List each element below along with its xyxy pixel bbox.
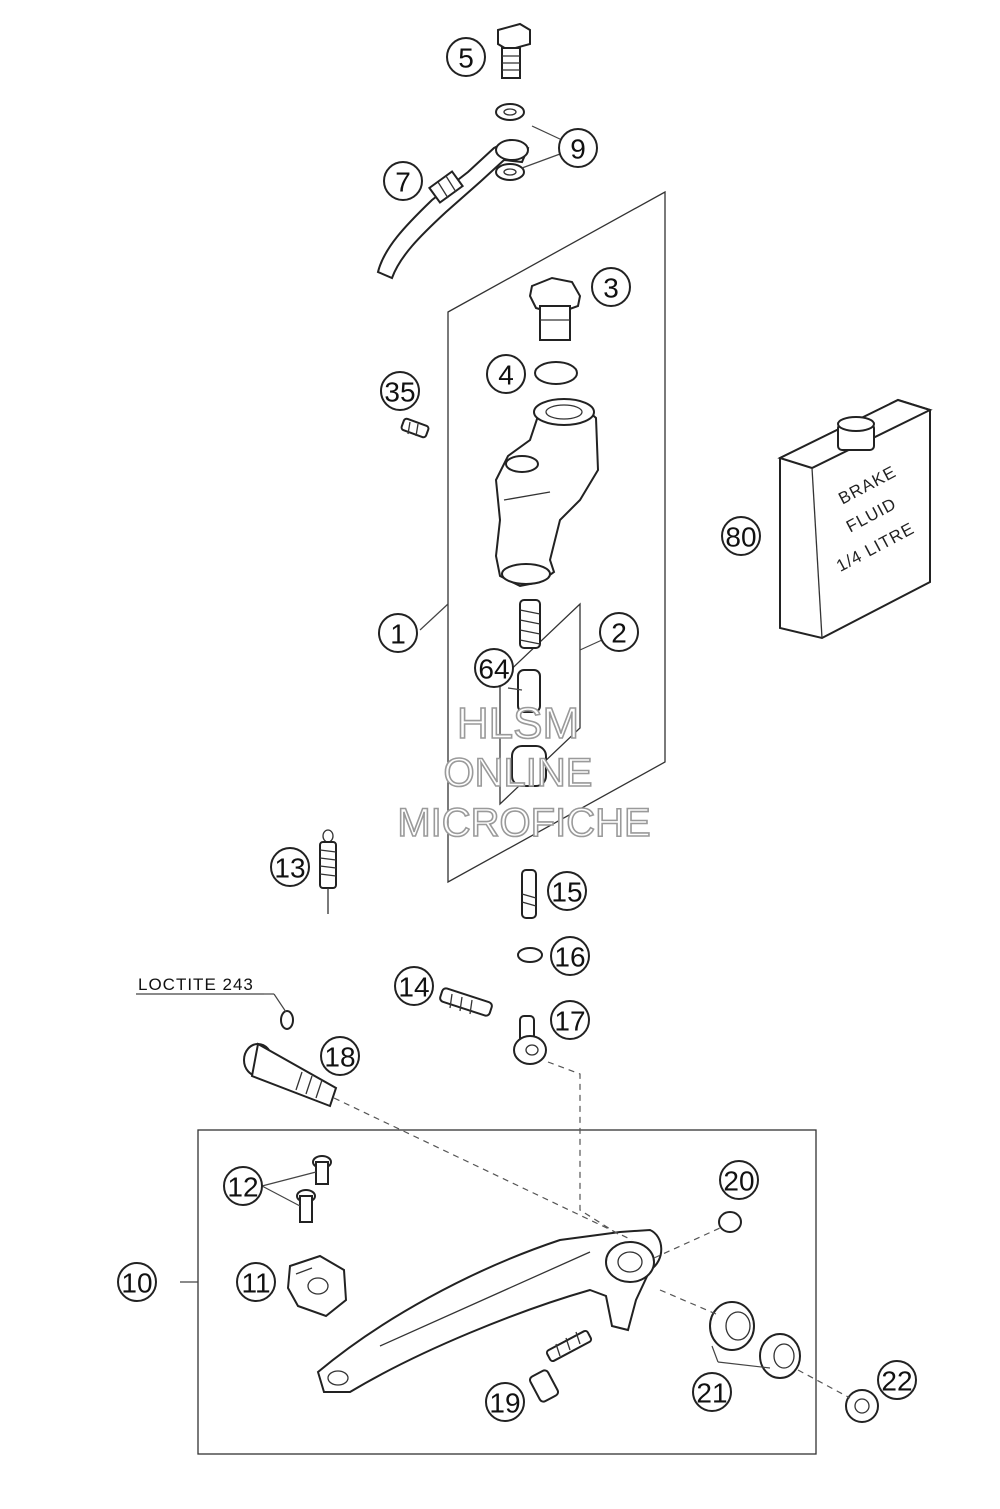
svg-text:5: 5 — [458, 43, 474, 74]
assembly-lines — [333, 1061, 851, 1399]
pedal-washer-part — [845, 1389, 879, 1423]
master-cylinder-part — [494, 398, 600, 588]
callout-35: 35 — [380, 371, 420, 411]
callout-1: 1 — [378, 613, 418, 653]
svg-text:22: 22 — [881, 1366, 912, 1397]
push-rod-part — [521, 869, 537, 919]
master-cylinder-group-outline — [447, 190, 666, 884]
callout-21: 21 — [692, 1372, 732, 1412]
watermark-line2: ONLINE — [444, 751, 593, 795]
svg-text:19: 19 — [489, 1388, 520, 1419]
callout-15: 15 — [547, 871, 587, 911]
pedal-bolt-part — [243, 1010, 338, 1108]
svg-text:16: 16 — [554, 942, 585, 973]
callout-10: 10 — [117, 1262, 157, 1302]
piston-spring-part — [511, 599, 547, 787]
clevis-part — [513, 1015, 547, 1065]
svg-text:17: 17 — [554, 1006, 585, 1037]
callout-9: 9 — [558, 128, 598, 168]
svg-text:18: 18 — [324, 1042, 355, 1073]
watermark-line3: MICROFICHE — [397, 801, 650, 845]
callout-19: 19 — [485, 1382, 525, 1422]
svg-text:3: 3 — [603, 273, 619, 304]
svg-text:1: 1 — [390, 619, 406, 650]
svg-text:64: 64 — [478, 654, 509, 685]
brake-hose-part — [376, 138, 530, 280]
sealing-washer-part — [495, 103, 525, 181]
reservoir-connector-part — [528, 276, 582, 341]
svg-text:9: 9 — [570, 134, 586, 165]
leader-lines — [136, 125, 771, 1369]
adjuster-bolt-part — [529, 1329, 593, 1403]
svg-text:80: 80 — [725, 522, 756, 553]
callout-64: 64 — [474, 648, 514, 688]
callout-13: 13 — [270, 847, 310, 887]
svg-text:20: 20 — [723, 1166, 754, 1197]
svg-text:12: 12 — [227, 1172, 258, 1203]
watermark-line1: HLSM — [457, 699, 579, 748]
callout-16: 16 — [550, 936, 590, 976]
piston-kit-group-outline — [499, 602, 581, 806]
small-screw-part — [400, 417, 430, 439]
pedal-nut-part — [718, 1211, 742, 1233]
loctite-note: LOCTITE 243 — [138, 975, 254, 994]
brake-pedal-part — [316, 1228, 663, 1393]
callout-5: 5 — [446, 37, 486, 77]
callout-12: 12 — [223, 1166, 263, 1206]
svg-text:4: 4 — [498, 360, 514, 391]
callout-7: 7 — [383, 161, 423, 201]
svg-text:21: 21 — [696, 1378, 727, 1409]
brake-fluid-can-part: BRAKE FLUID 1/4 LITRE — [777, 398, 933, 640]
lock-nut-part — [517, 947, 543, 963]
callout-17: 17 — [550, 1000, 590, 1040]
svg-text:14: 14 — [398, 972, 429, 1003]
callout-11: 11 — [236, 1262, 276, 1302]
banjo-bolt-part — [497, 22, 531, 79]
callout-3: 3 — [591, 267, 631, 307]
svg-text:13: 13 — [274, 853, 305, 884]
svg-text:15: 15 — [551, 877, 582, 908]
svg-text:35: 35 — [384, 377, 415, 408]
callout-4: 4 — [486, 354, 526, 394]
svg-text:11: 11 — [241, 1268, 270, 1299]
callout-22: 22 — [877, 1360, 917, 1400]
svg-text:2: 2 — [611, 618, 627, 649]
pedal-tip-part — [286, 1254, 348, 1318]
pivot-bolt-part — [439, 987, 493, 1017]
callout-20: 20 — [719, 1160, 759, 1200]
callout-2: 2 — [599, 612, 639, 652]
svg-text:10: 10 — [121, 1268, 152, 1299]
pedal-screw-part — [296, 1155, 332, 1223]
o-ring-part — [534, 361, 578, 385]
svg-text:7: 7 — [395, 167, 411, 198]
brake-pedal-group-outline — [197, 1129, 817, 1455]
callout-18: 18 — [320, 1036, 360, 1076]
pedal-bearing-part — [709, 1301, 801, 1379]
callout-14: 14 — [394, 966, 434, 1006]
callout-80: 80 — [721, 516, 761, 556]
return-spring-part — [319, 829, 337, 914]
